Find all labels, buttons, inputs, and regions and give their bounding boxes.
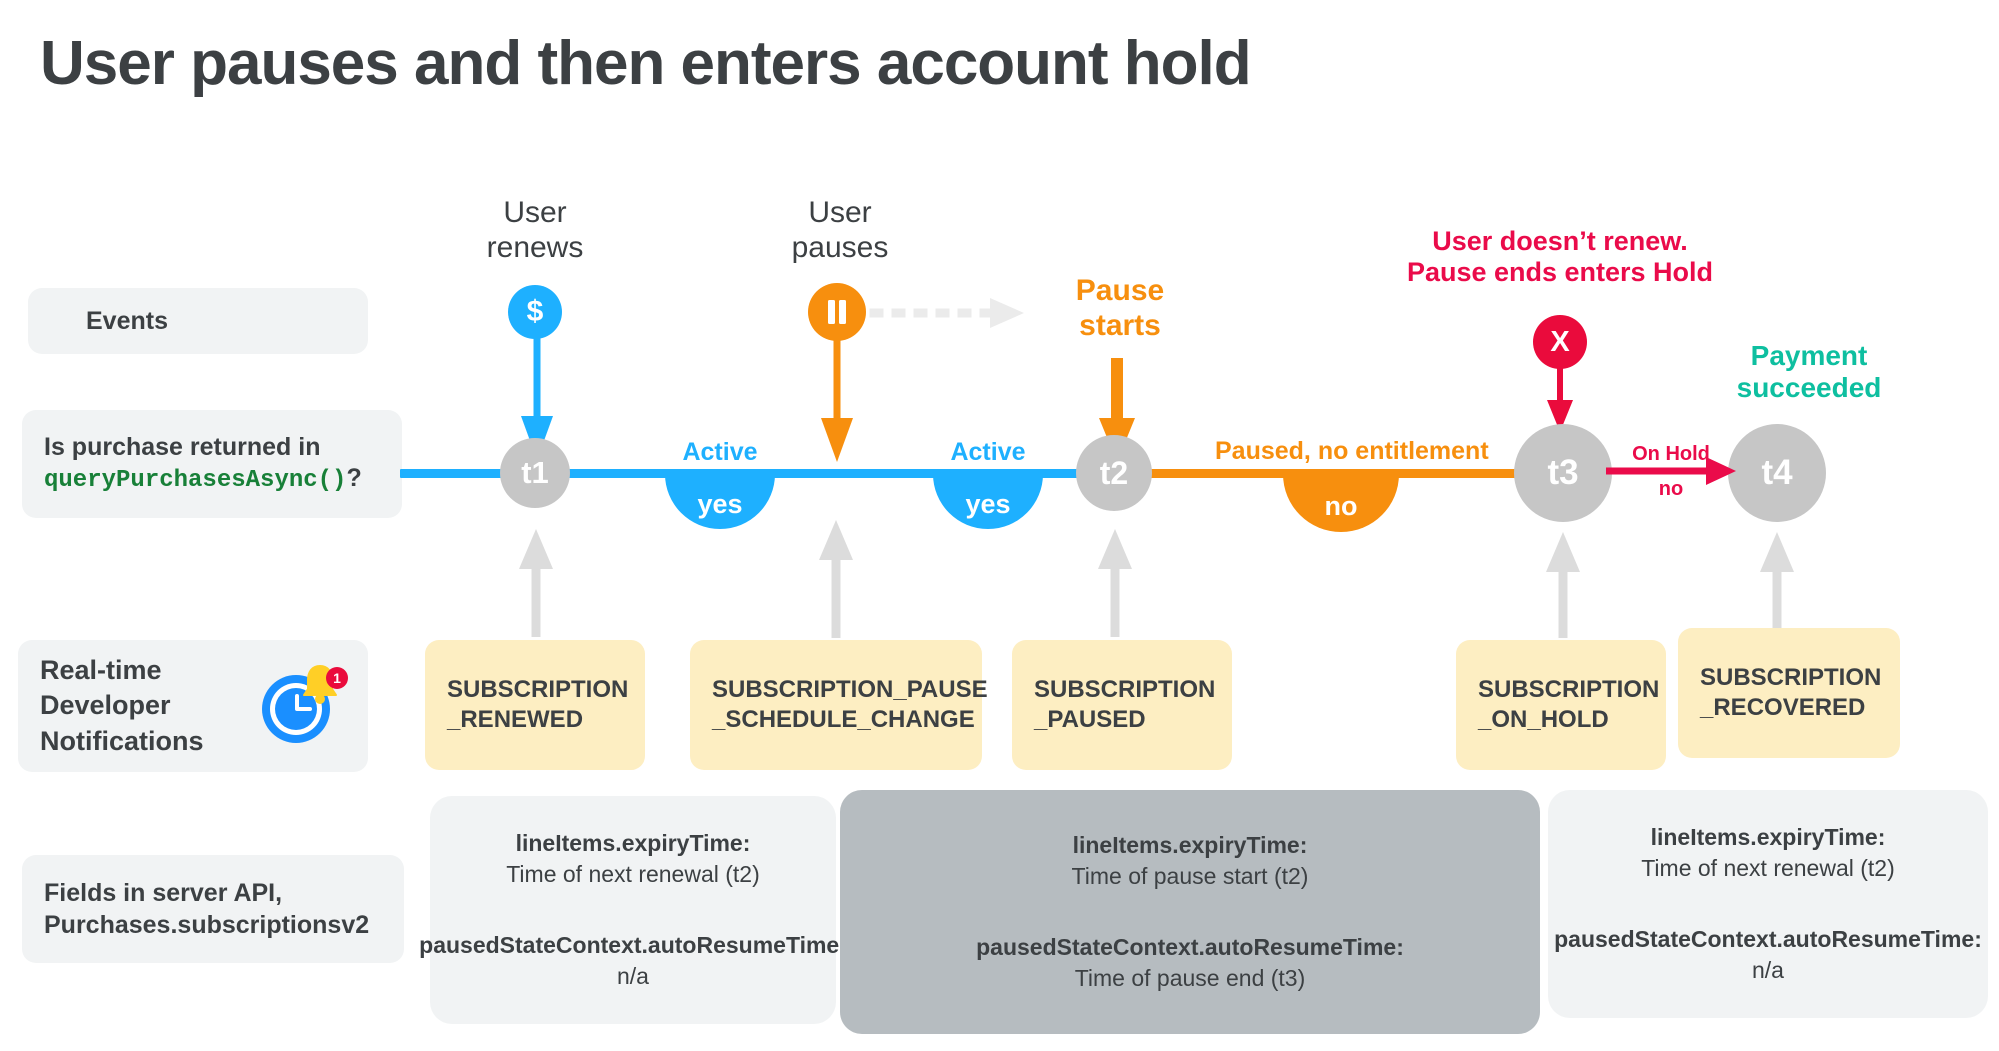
- row-label-events: Events: [28, 288, 368, 354]
- field-key-expiry-time-3: lineItems.expiryTime:: [1650, 824, 1886, 850]
- arrow-up-recovered: [1760, 532, 1794, 638]
- row-label-query-text: Is purchase returned in queryPurchasesAs…: [44, 432, 362, 496]
- segment-state-on-hold: On Hold: [1632, 443, 1710, 465]
- field-panel-recovered: lineItems.expiryTime: Time of next renew…: [1548, 790, 1988, 1018]
- rtdn-card-subscription-renewed[interactable]: SUBSCRIPTION _RENEWED: [425, 640, 645, 770]
- dollar-icon: $: [508, 285, 562, 339]
- clock-hand-hour: [295, 694, 299, 710]
- timeline-node-t3[interactable]: t3: [1514, 424, 1612, 522]
- timeline-node-t1[interactable]: t1: [500, 438, 570, 508]
- segment-answer-on-hold: no: [1658, 478, 1684, 500]
- field-key-expiry-time-1: lineItems.expiryTime:: [515, 830, 751, 856]
- field-value-expiry-time-1: Time of next renewal (t2): [506, 861, 760, 887]
- event-caption-payment-succeeded: Payment succeeded: [1736, 340, 1882, 404]
- event-caption-user-doesnt-renew: User doesn’t renew. Pause ends enters Ho…: [1406, 226, 1714, 288]
- field-key-expiry-time-2: lineItems.expiryTime:: [1072, 832, 1308, 858]
- field-panel-renewed: lineItems.expiryTime: Time of next renew…: [419, 796, 847, 1024]
- row-label-query-purchases: Is purchase returned in queryPurchasesAs…: [22, 410, 402, 518]
- field-panel-paused: lineItems.expiryTime: Time of pause star…: [840, 790, 1540, 1034]
- row-label-server-api-fields: Fields in server API, Purchases.subscrip…: [22, 855, 404, 963]
- row-label-events-text: Events: [86, 306, 168, 335]
- arrow-up-renewed: [519, 529, 553, 637]
- segment-answer-active-2: yes: [933, 474, 1043, 529]
- query-suffix: ?: [346, 464, 362, 493]
- segment-answer-paused: no: [1283, 474, 1399, 532]
- segment-state-active-2: Active: [950, 438, 1026, 466]
- row-label-fields-text: Fields in server API, Purchases.subscrip…: [44, 878, 370, 940]
- segment-state-paused: Paused, no entitlement: [1215, 437, 1489, 465]
- notification-badge: 1: [326, 667, 348, 689]
- field-value-expiry-time-2: Time of pause start (t2): [1071, 863, 1309, 889]
- arrow-down-hold: [1547, 366, 1573, 432]
- row-label-rtdn: Real-time Developer Notifications 1: [18, 640, 368, 772]
- timeline-line-active: [400, 469, 1114, 478]
- arrow-down-pauses: [821, 338, 853, 462]
- field-value-auto-resume-time-3: n/a: [1752, 957, 1784, 983]
- rtdn-card-subscription-recovered[interactable]: SUBSCRIPTION _RECOVERED: [1678, 628, 1900, 758]
- dotted-arrow-pause-starts: [869, 298, 1024, 328]
- field-value-auto-resume-time-2: Time of pause end (t3): [1074, 965, 1306, 991]
- clock-bell-notification-icon: 1: [260, 663, 348, 749]
- event-caption-user-renews: User renews: [486, 196, 584, 264]
- arrow-up-pause-schedule-change: [819, 520, 853, 638]
- arrow-up-on-hold: [1546, 532, 1580, 638]
- event-caption-user-pauses: User pauses: [791, 196, 889, 264]
- rtdn-card-subscription-on-hold[interactable]: SUBSCRIPTION _ON_HOLD: [1456, 640, 1666, 770]
- field-key-auto-resume-time-2: pausedStateContext.autoResumeTime:: [976, 934, 1404, 960]
- timeline-node-t4[interactable]: t4: [1728, 424, 1826, 522]
- field-value-auto-resume-time-1: n/a: [617, 963, 649, 989]
- query-line-1: Is purchase returned in: [44, 432, 321, 461]
- rtdn-card-subscription-pause-schedule-change[interactable]: SUBSCRIPTION_PAUSE _SCHEDULE_CHANGE: [690, 640, 988, 770]
- field-value-expiry-time-3: Time of next renewal (t2): [1641, 855, 1895, 881]
- rtdn-card-subscription-paused[interactable]: SUBSCRIPTION _PAUSED: [1012, 640, 1232, 770]
- event-caption-pause-starts: Pause starts: [1075, 274, 1165, 342]
- segment-answer-active-1: yes: [665, 474, 775, 529]
- segment-state-active-1: Active: [682, 438, 758, 466]
- x-icon: X: [1533, 315, 1587, 369]
- arrow-on-hold: [1606, 457, 1736, 485]
- query-code: queryPurchasesAsync(): [44, 467, 347, 495]
- timeline-node-t2[interactable]: t2: [1076, 435, 1152, 511]
- clock-hand-minute: [295, 707, 312, 711]
- field-key-auto-resume-time-1: pausedStateContext.autoResumeTime:: [419, 932, 847, 958]
- row-label-rtdn-text: Real-time Developer Notifications: [40, 655, 204, 756]
- pause-icon: [808, 283, 866, 341]
- page-title: User pauses and then enters account hold: [40, 29, 1252, 98]
- arrow-up-paused: [1098, 529, 1132, 637]
- field-key-auto-resume-time-3: pausedStateContext.autoResumeTime:: [1554, 926, 1982, 952]
- pause-glyph: [828, 300, 846, 324]
- timeline-line-paused: [1114, 469, 1566, 478]
